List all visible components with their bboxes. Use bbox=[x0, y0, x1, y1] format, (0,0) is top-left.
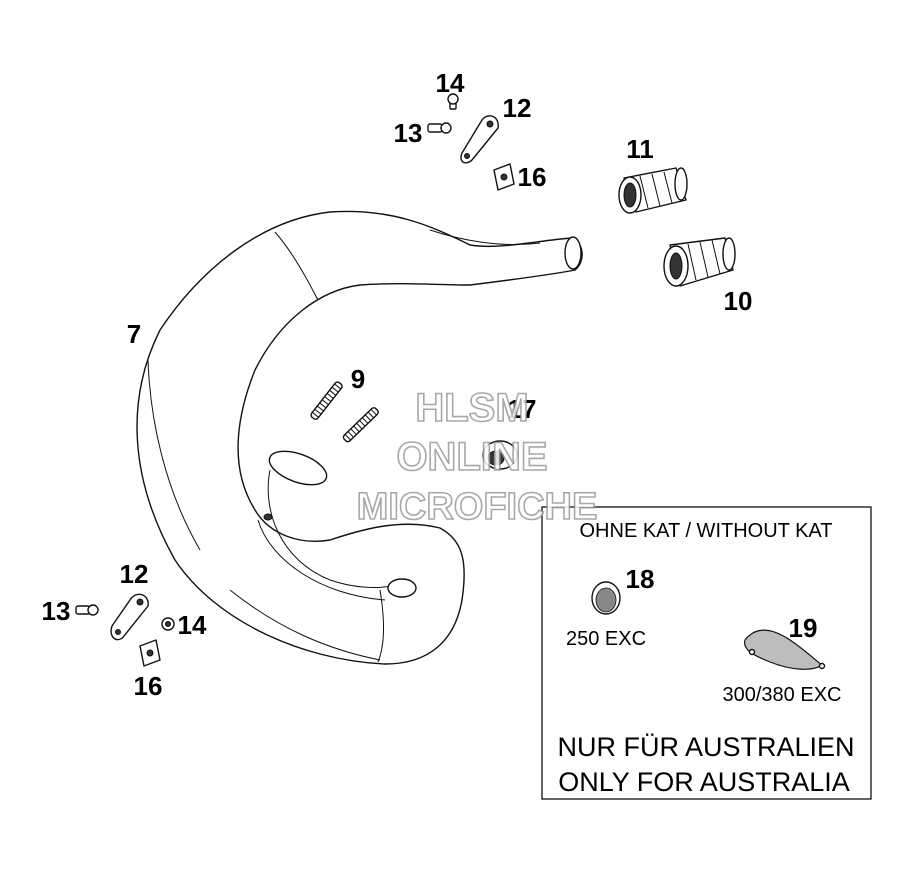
callout-10: 10 bbox=[724, 286, 753, 316]
callout-9: 9 bbox=[351, 364, 365, 394]
callout-16-top: 16 bbox=[518, 162, 547, 192]
plug-18-drawing bbox=[591, 581, 621, 615]
callouts: 7 9 10 11 12 13 14 16 12 13 14 16 17 18 … bbox=[42, 68, 818, 701]
label-250-exc: 250 EXC bbox=[566, 628, 646, 650]
australia-note-en: ONLY FOR AUSTRALIA bbox=[558, 767, 850, 797]
callout-14-top: 14 bbox=[436, 68, 465, 98]
watermark-line-2: ONLINE bbox=[396, 435, 547, 479]
callout-17: 17 bbox=[508, 394, 537, 424]
callout-16-bottom: 16 bbox=[134, 671, 163, 701]
exhaust-pipe-drawing bbox=[136, 210, 583, 665]
callout-18: 18 bbox=[626, 564, 655, 594]
callout-14-bottom: 14 bbox=[178, 610, 207, 640]
callout-19: 19 bbox=[789, 613, 818, 643]
callout-13-bottom: 13 bbox=[42, 596, 71, 626]
watermark-line-1: HLSM bbox=[415, 386, 528, 430]
inset-heading: OHNE KAT / WITHOUT KAT bbox=[580, 520, 833, 542]
watermark-line-3: MICROFICHE bbox=[357, 486, 598, 528]
callout-7: 7 bbox=[127, 319, 141, 349]
without-kat-inset: OHNE KAT / WITHOUT KAT 250 EXC 300/380 E… bbox=[541, 506, 872, 800]
sleeve-11-drawing bbox=[618, 167, 688, 214]
sleeve-10-drawing bbox=[663, 237, 736, 287]
springs-drawing bbox=[310, 381, 379, 443]
insert-19-drawing bbox=[744, 629, 826, 670]
callout-12-top: 12 bbox=[503, 93, 532, 123]
callout-11: 11 bbox=[626, 134, 654, 164]
callout-12-bottom: 12 bbox=[120, 559, 149, 589]
callout-13-top: 13 bbox=[394, 118, 423, 148]
nut-drawing bbox=[482, 440, 518, 470]
australia-note-de: NUR FÜR AUSTRALIEN bbox=[557, 732, 854, 762]
top-bracket-drawing bbox=[427, 93, 515, 191]
label-300-380-exc: 300/380 EXC bbox=[723, 684, 842, 706]
bottom-bracket-drawing bbox=[75, 593, 175, 667]
watermark: HLSM ONLINE MICROFICHE bbox=[356, 385, 598, 529]
